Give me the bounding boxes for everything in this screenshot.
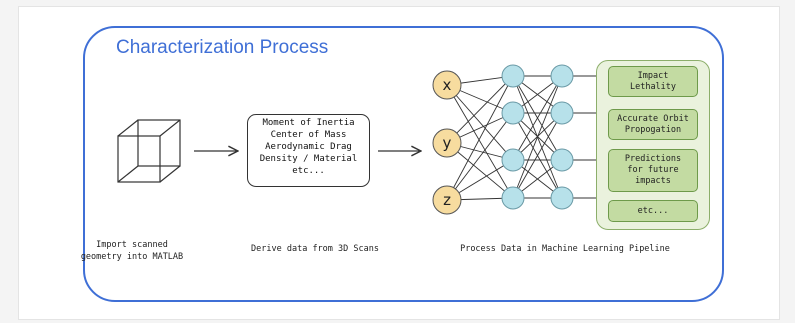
- import-caption: Import scanned geometry into MATLAB: [80, 240, 184, 262]
- hidden-node: [501, 148, 525, 172]
- hidden-node: [501, 101, 525, 125]
- hidden-node: [501, 186, 525, 210]
- network-edge: [512, 112, 563, 199]
- network-nodes: x y z: [432, 64, 574, 215]
- hidden-node: [550, 186, 574, 210]
- hidden-node: [550, 64, 574, 88]
- network-edges: [446, 75, 597, 201]
- hidden-node: [550, 148, 574, 172]
- property-item: etc...: [292, 166, 325, 176]
- diagram-title: Characterization Process: [116, 37, 329, 58]
- property-item: Center of Mass: [270, 130, 347, 140]
- property-item: Moment of Inertia: [262, 118, 355, 128]
- output-box: Accurate Orbit Propogation: [608, 109, 698, 140]
- network-edge: [446, 84, 514, 161]
- output-box: Impact Lethality: [608, 66, 698, 97]
- property-item: Density / Material: [259, 154, 358, 164]
- network-edge: [446, 75, 514, 201]
- hidden-node: [550, 101, 574, 125]
- derive-caption: Derive data from 3D Scans: [251, 244, 379, 254]
- network-edge: [446, 112, 514, 201]
- property-item: Aerodynamic Drag: [265, 142, 352, 152]
- hidden-node: [501, 64, 525, 88]
- output-box: etc...: [608, 200, 698, 222]
- input-node: [432, 185, 462, 215]
- network-edge: [446, 75, 514, 144]
- input-node: [432, 70, 462, 100]
- output-box: Predictions for future impacts: [608, 149, 698, 192]
- cube-icon: [117, 119, 181, 183]
- input-node-label: y: [443, 134, 452, 152]
- process-frame: [83, 26, 724, 302]
- network-edge: [512, 75, 563, 161]
- process-caption: Process Data in Machine Learning Pipelin…: [460, 244, 670, 254]
- network-edge: [446, 84, 514, 199]
- properties-box: Moment of Inertia Center of Mass Aerodyn…: [247, 114, 370, 187]
- input-node-label: x: [443, 76, 452, 94]
- input-node: [432, 128, 462, 158]
- input-node-label: z: [443, 191, 451, 209]
- network-edge: [512, 75, 563, 199]
